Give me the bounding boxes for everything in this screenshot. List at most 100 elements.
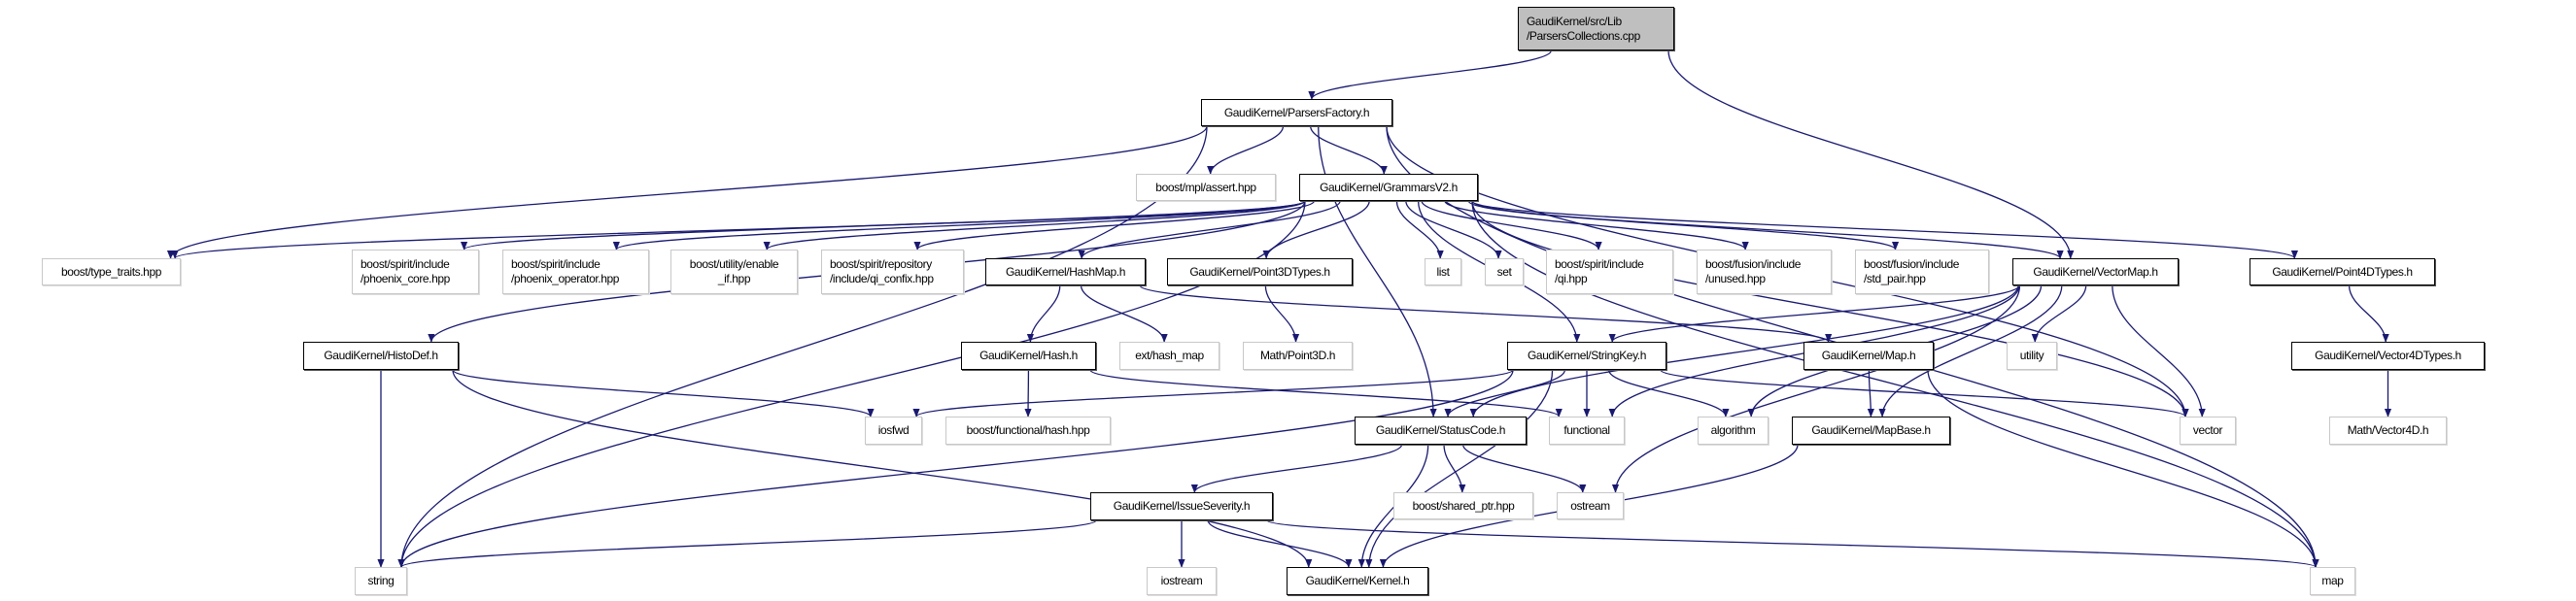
edge-root-to-pf xyxy=(1308,50,1552,100)
node-p3dt[interactable]: GaudiKernel/Point3DTypes.h xyxy=(1167,258,1353,285)
node-label: GaudiKernel/HistoDef.h xyxy=(324,349,438,362)
node-iostream[interactable]: iostream xyxy=(1147,567,1217,595)
node-label: boost/spirit/include xyxy=(361,257,450,271)
node-mapbase[interactable]: GaudiKernel/MapBase.h xyxy=(1792,417,1950,445)
node-exthashmap[interactable]: ext/hash_map xyxy=(1119,342,1219,370)
edge-pf-to-mplassert xyxy=(1207,125,1285,175)
edge-hash-to-functional xyxy=(1089,369,1563,417)
node-set[interactable]: set xyxy=(1485,258,1524,285)
edge-map_h-to-mapbase xyxy=(1867,369,1875,417)
edge-issuesev-to-kernel xyxy=(1207,519,1353,568)
edge-gv2-to-set xyxy=(1405,200,1502,259)
node-utility[interactable]: utility xyxy=(2007,342,2057,370)
edge-pf-to-typetraits xyxy=(167,125,1208,259)
edge-statuscode-to-ostream xyxy=(1461,444,1587,493)
node-funchash[interactable]: boost/functional/hash.hpp xyxy=(945,417,1111,445)
node-label: /phoenix_operator.hpp xyxy=(511,272,620,285)
node-vector[interactable]: vector xyxy=(2180,417,2236,445)
node-unused[interactable]: boost/fusion/include/unused.hpp xyxy=(1697,250,1832,294)
node-point3d[interactable]: Math/Point3D.h xyxy=(1243,342,1353,370)
node-map[interactable]: map xyxy=(2310,567,2355,595)
node-phxop[interactable]: boost/spirit/include/phoenix_operator.hp… xyxy=(502,250,649,294)
node-label: boost/utility/enable xyxy=(689,257,779,271)
node-label: /include/qi_confix.hpp xyxy=(830,272,934,285)
edge-vectormap-to-vector xyxy=(2112,284,2206,417)
node-ostream[interactable]: ostream xyxy=(1557,492,1624,519)
node-label: boost/fusion/include xyxy=(1705,257,1802,271)
node-functional[interactable]: functional xyxy=(1549,417,1625,445)
node-algorithm[interactable]: algorithm xyxy=(1698,417,1769,445)
node-label: GaudiKernel/Vector4DTypes.h xyxy=(2315,349,2461,362)
node-typetraits[interactable]: boost/type_traits.hpp xyxy=(42,258,181,285)
node-p4dt[interactable]: GaudiKernel/Point4DTypes.h xyxy=(2250,258,2435,285)
edge-hashmap-to-map_h xyxy=(1139,284,1833,343)
edge-p3dt-to-point3d xyxy=(1264,284,1300,343)
node-label: GaudiKernel/Point3DTypes.h xyxy=(1189,264,1330,279)
edge-map_h-to-map xyxy=(1927,369,2319,568)
node-stringkey[interactable]: GaudiKernel/StringKey.h xyxy=(1507,342,1666,370)
edge-stringkey-to-string xyxy=(397,369,1514,568)
node-pf[interactable]: GaudiKernel/ParsersFactory.h xyxy=(1201,99,1392,126)
node-hashmap[interactable]: GaudiKernel/HashMap.h xyxy=(985,258,1146,285)
node-issuesev[interactable]: GaudiKernel/IssueSeverity.h xyxy=(1090,492,1273,520)
node-list[interactable]: list xyxy=(1425,258,1461,285)
node-string[interactable]: string xyxy=(355,567,407,595)
node-hash[interactable]: GaudiKernel/Hash.h xyxy=(961,342,1096,370)
node-mplassert[interactable]: boost/mpl/assert.hpp xyxy=(1136,174,1276,201)
node-label: utility xyxy=(2019,349,2044,362)
node-label: Math/Point3D.h xyxy=(1259,349,1336,362)
edge-gv2-to-list xyxy=(1395,200,1444,259)
node-label: boost/type_traits.hpp xyxy=(60,264,161,279)
edge-pf-to-statuscode xyxy=(1318,125,1437,417)
edge-stringkey-to-statuscode xyxy=(1444,369,1566,417)
node-label: boost/spirit/include xyxy=(511,257,601,271)
edge-gv2-to-qiconfix xyxy=(913,200,1316,250)
edge-issuesev-to-map xyxy=(1266,519,2319,568)
edge-issuesev-to-string xyxy=(397,519,1097,568)
node-label: /qi.hpp xyxy=(1555,272,1588,285)
edge-gv2-to-hashmap xyxy=(1078,200,1341,259)
node-phxcore[interactable]: boost/spirit/include/phoenix_core.hpp xyxy=(352,250,479,294)
node-label: map xyxy=(2321,574,2344,587)
edge-gv2-to-p3dt xyxy=(1262,200,1370,259)
node-label: boost/functional/hash.hpp xyxy=(966,423,1090,437)
node-label: boost/spirit/include xyxy=(1555,257,1644,271)
edge-gv2-to-qi xyxy=(1421,200,1602,250)
node-qiconfix[interactable]: boost/spirit/repository/include/qi_confi… xyxy=(821,250,964,294)
node-v4dt[interactable]: GaudiKernel/Vector4DTypes.h xyxy=(2291,342,2485,370)
node-label: boost/spirit/repository xyxy=(830,257,932,271)
node-vectormap[interactable]: GaudiKernel/VectorMap.h xyxy=(2012,258,2179,285)
node-sharedptr[interactable]: boost/shared_ptr.hpp xyxy=(1393,492,1533,519)
node-label: /ParsersCollections.cpp xyxy=(1527,28,1640,43)
node-label: boost/mpl/assert.hpp xyxy=(1155,180,1256,194)
node-kernel[interactable]: GaudiKernel/Kernel.h xyxy=(1287,567,1428,595)
node-gv2[interactable]: GaudiKernel/GrammarsV2.h xyxy=(1299,174,1478,201)
node-label: GaudiKernel/Kernel.h xyxy=(1305,574,1410,587)
node-statuscode[interactable]: GaudiKernel/StatusCode.h xyxy=(1355,417,1527,445)
node-root[interactable]: GaudiKernel/src/Lib/ParsersCollections.c… xyxy=(1518,7,1674,50)
node-label: GaudiKernel/HashMap.h xyxy=(1005,264,1125,279)
node-enableif[interactable]: boost/utility/enable_if.hpp xyxy=(670,250,798,294)
node-label: _if.hpp xyxy=(717,272,751,285)
node-map_h[interactable]: GaudiKernel/Map.h xyxy=(1803,342,1934,370)
node-label: GaudiKernel/Hash.h xyxy=(979,349,1078,362)
node-label: /unused.hpp xyxy=(1705,272,1766,285)
edge-gv2-to-vector xyxy=(1471,200,2189,417)
node-iosfwd[interactable]: iosfwd xyxy=(865,417,922,445)
edge-vectormap-to-utility xyxy=(2031,284,2087,343)
node-qi[interactable]: boost/spirit/include/qi.hpp xyxy=(1546,250,1673,294)
node-stdpair[interactable]: boost/fusion/include/std_pair.hpp xyxy=(1855,250,1989,294)
node-vector4d[interactable]: Math/Vector4D.h xyxy=(2329,417,2447,445)
node-label: GaudiKernel/IssueSeverity.h xyxy=(1113,499,1251,513)
edge-statuscode-to-issuesev xyxy=(1190,444,1403,493)
node-label: ostream xyxy=(1570,498,1610,513)
node-label: vector xyxy=(2192,423,2223,437)
node-histodef[interactable]: GaudiKernel/HistoDef.h xyxy=(303,342,459,370)
edge-pf-to-gv2 xyxy=(1310,125,1388,175)
node-label: GaudiKernel/Point4DTypes.h xyxy=(2272,264,2413,279)
edge-statuscode-to-sharedptr xyxy=(1443,444,1466,493)
edge-vectormap-to-statuscode xyxy=(1469,284,2019,417)
edge-gv2-to-p4dt xyxy=(1471,200,2298,259)
node-label: ext/hash_map xyxy=(1135,349,1204,362)
